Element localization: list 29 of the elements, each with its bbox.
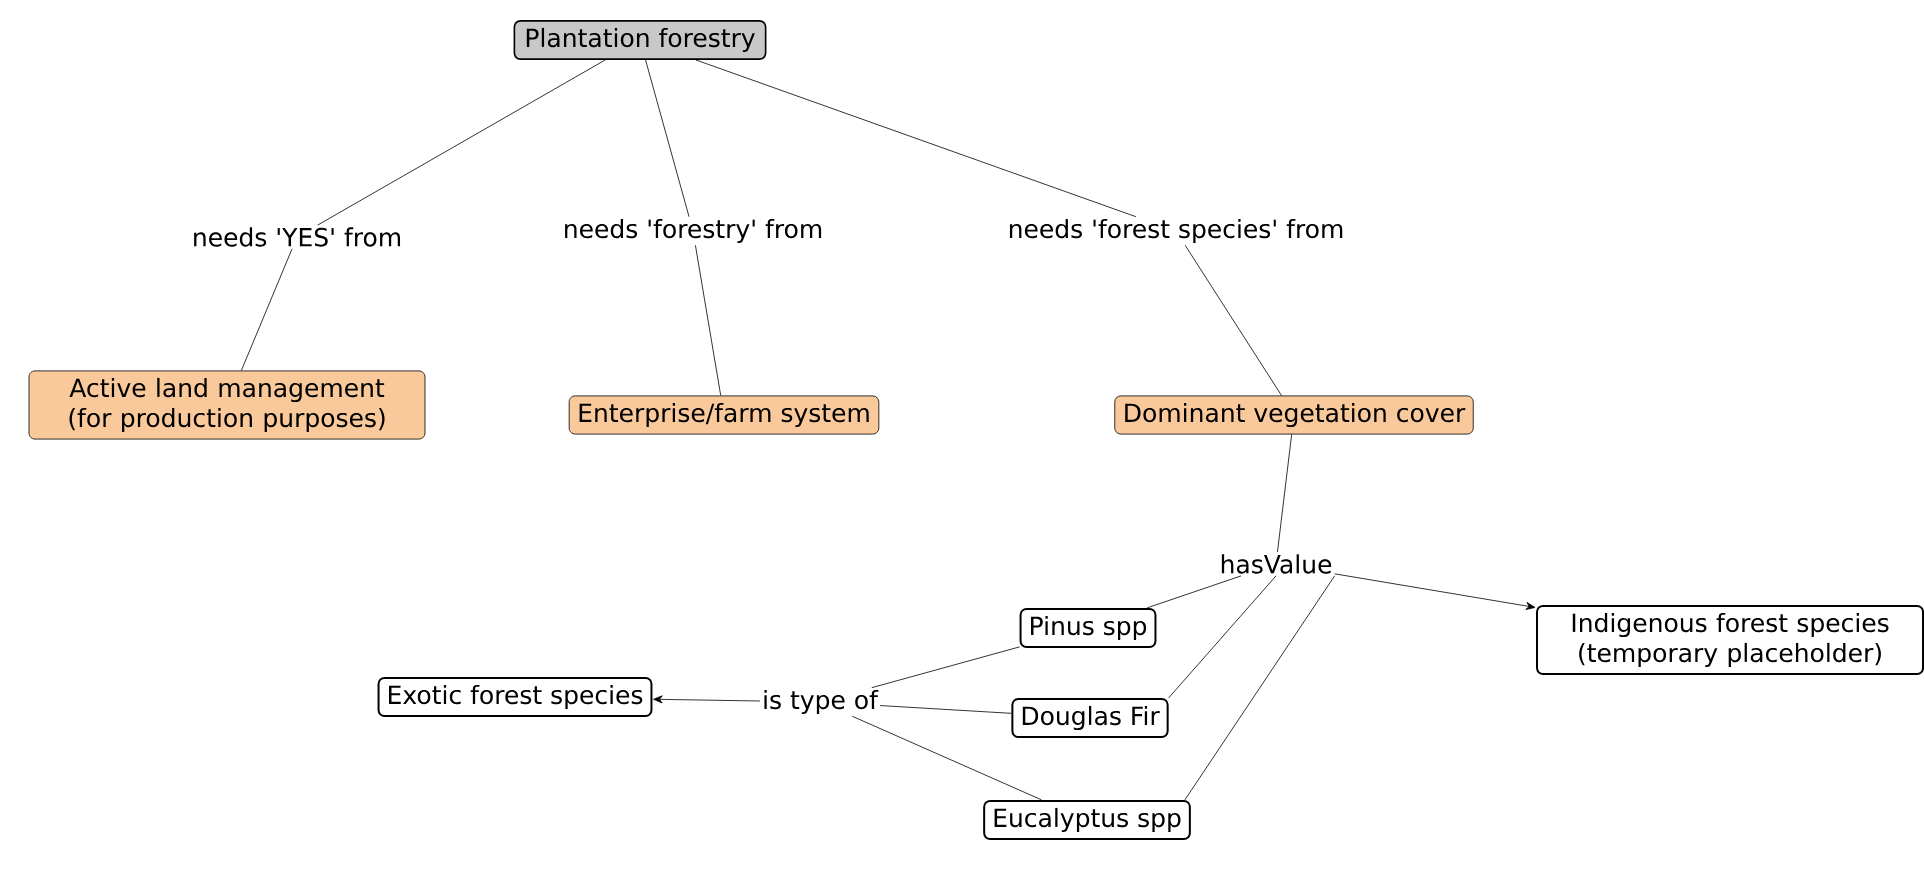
connector-line xyxy=(645,59,690,218)
concept-box: Plantation forestry xyxy=(513,20,767,60)
concept-box: Indigenous forest species (temporary placeholder) xyxy=(1536,604,1924,676)
connector-line xyxy=(879,705,1012,714)
arrow xyxy=(653,695,761,704)
connector-line xyxy=(1168,575,1277,699)
connector-line xyxy=(1146,575,1242,609)
concept-box: Active land management (for production purposes) xyxy=(28,370,426,440)
concept-box: Douglas Fir xyxy=(1011,697,1169,739)
connector-line xyxy=(695,59,1137,218)
connector-line xyxy=(241,248,293,371)
linking-phrase: hasValue xyxy=(1217,552,1335,576)
concept-box: Dominant vegetation cover xyxy=(1114,395,1474,435)
linking-phrase: needs 'forest species' from xyxy=(1005,216,1347,246)
arrow xyxy=(1334,573,1536,610)
connector-line xyxy=(1184,575,1336,801)
linking-phrase: needs 'forestry' from xyxy=(560,216,826,246)
concept-box: Eucalyptus spp xyxy=(983,799,1191,841)
concept-box: Enterprise/farm system xyxy=(568,395,880,435)
connector-line xyxy=(851,715,1042,801)
concept-box: Exotic forest species xyxy=(377,676,653,718)
linking-phrase: is type of xyxy=(760,687,880,717)
connector-line xyxy=(1277,434,1293,553)
connector-line xyxy=(317,59,606,226)
connector-line xyxy=(871,646,1020,689)
linking-phrase: needs 'YES' from xyxy=(189,225,405,249)
connector-line xyxy=(695,244,722,396)
concept-box: Pinus spp xyxy=(1019,607,1157,649)
connector-line xyxy=(1184,244,1282,396)
